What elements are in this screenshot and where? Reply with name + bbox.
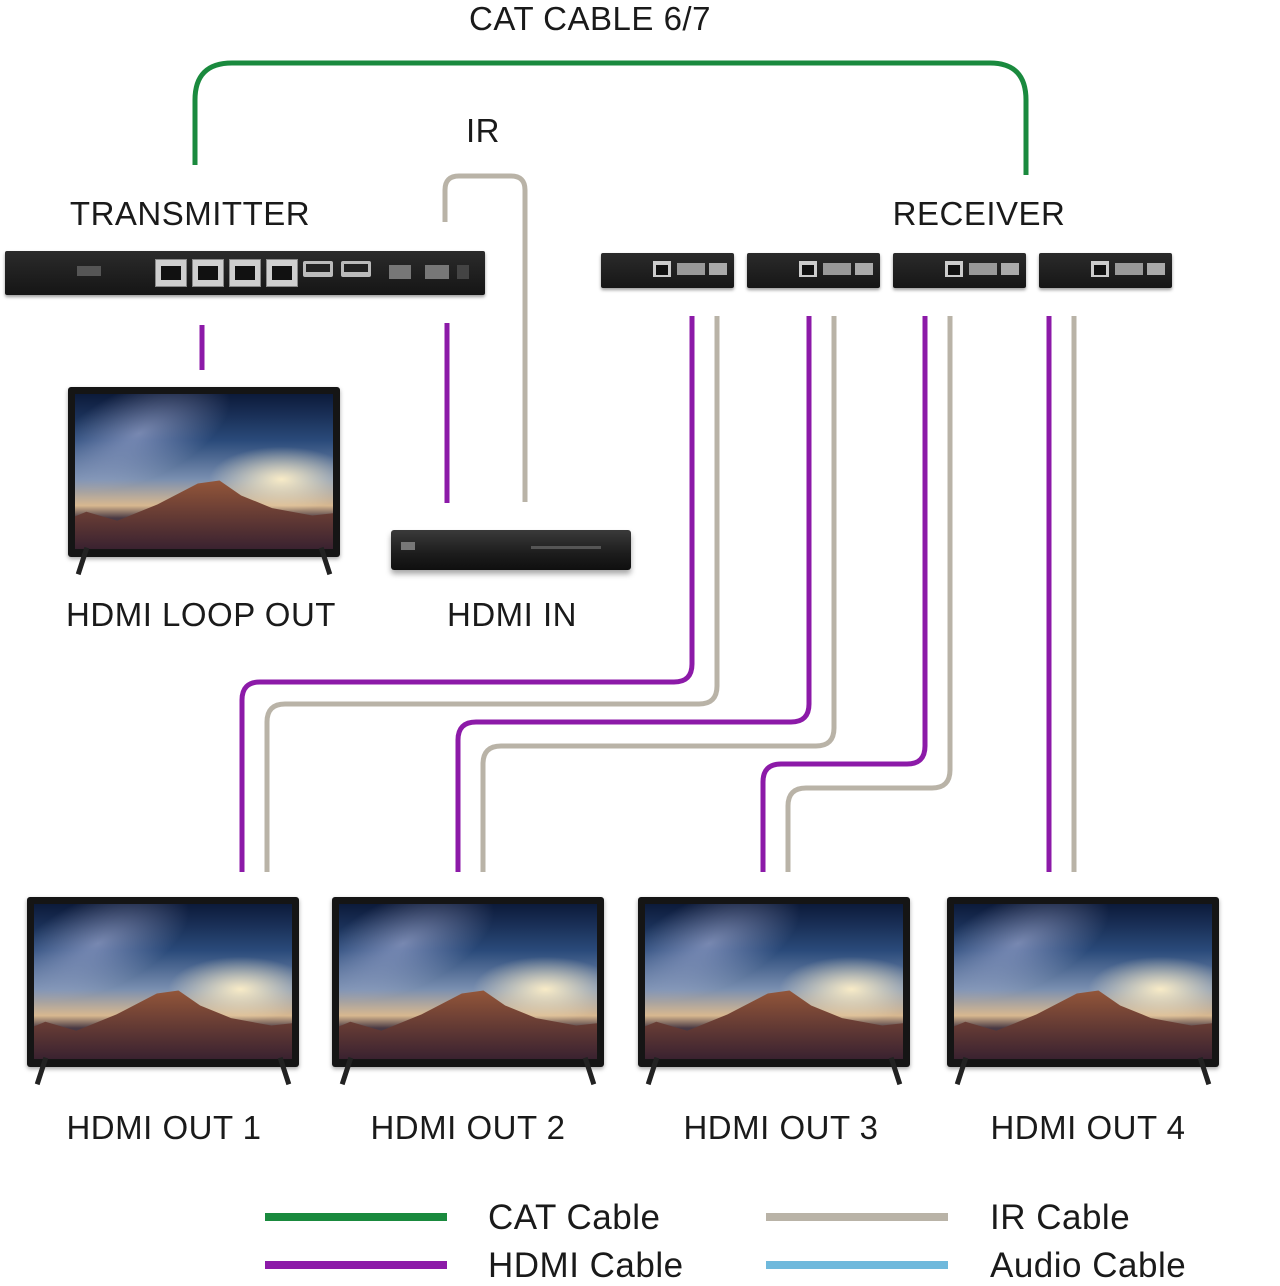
hdmi-cable-out-1 (239, 316, 695, 872)
receiver-device-3 (893, 253, 1026, 288)
receiver-device-4 (1039, 253, 1172, 288)
transmitter-cat-port-2 (192, 259, 224, 287)
legend-label-hdmi: HDMI Cable (488, 1246, 684, 1285)
receiver-label: RECEIVER (892, 195, 1066, 232)
tv-out-3 (638, 897, 910, 1087)
transmitter-label: TRANSMITTER (69, 195, 311, 232)
transmitter-terminal-block (389, 265, 411, 279)
hdmi-in-label: HDMI IN (447, 596, 577, 633)
transmitter-power-port (457, 265, 469, 279)
hdmi-out-4-label: HDMI OUT 4 (990, 1109, 1186, 1146)
transmitter-cat-port-4 (266, 259, 298, 287)
hdmi-cable-out-2 (455, 316, 812, 872)
transmitter-hdmi-out-port (303, 261, 333, 277)
ir-label: IR (466, 112, 500, 149)
transmitter-cat-port-1 (155, 259, 187, 287)
transmitter-device (5, 251, 485, 295)
tv-out-1 (27, 897, 299, 1087)
ir-cable-out-2 (480, 316, 837, 872)
cat-cable (192, 60, 1029, 175)
tv-loop-out (68, 387, 340, 577)
ir-cable-out-3 (785, 316, 953, 872)
legend-label-ir: IR Cable (990, 1198, 1131, 1237)
transmitter-cat-port-3 (229, 259, 261, 287)
receiver-device-2 (747, 253, 880, 288)
receiver-device-1 (601, 253, 734, 288)
tv-out-2 (332, 897, 604, 1087)
hdmi-cable-out-3 (760, 316, 928, 872)
ir-cable-source (442, 173, 528, 502)
disc-logo-icon (401, 542, 415, 550)
hdmi-out-3-label: HDMI OUT 3 (683, 1109, 879, 1146)
diagram-title: CAT CABLE 6/7 (469, 0, 711, 37)
hdmi-out-2-label: HDMI OUT 2 (370, 1109, 566, 1146)
transmitter-ir-port (425, 265, 449, 279)
hdmi-loop-out-label: HDMI LOOP OUT (66, 596, 336, 633)
ir-cable-out-1 (264, 316, 720, 872)
tv-out-4 (947, 897, 1219, 1087)
hdmi-source-player (391, 530, 631, 570)
transmitter-hdmi-in-port (341, 261, 371, 277)
legend-label-audio: Audio Cable (990, 1246, 1187, 1285)
transmitter-model-plate (77, 266, 101, 276)
hdmi-out-1-label: HDMI OUT 1 (66, 1109, 262, 1146)
disc-slot (531, 546, 601, 549)
legend-label-cat: CAT Cable (488, 1198, 661, 1237)
